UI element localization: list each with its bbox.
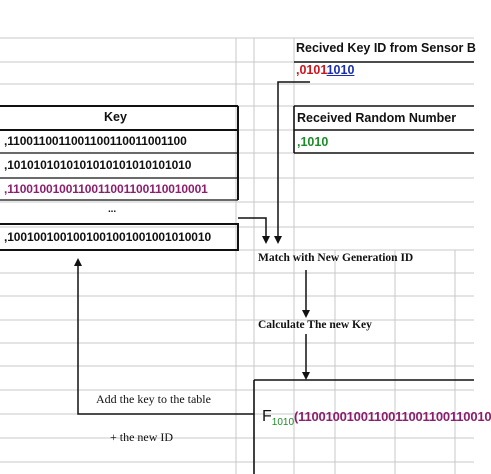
random-number-title: Received Random Number bbox=[297, 111, 457, 125]
step-calculate: Calculate The new Key bbox=[258, 319, 372, 331]
sensor-id-value: ,01011010 bbox=[296, 63, 354, 77]
sensor-id-prefix: ,0101 bbox=[296, 63, 327, 77]
arrow-formula-to-table bbox=[74, 258, 254, 415]
arrow-key-to-match bbox=[238, 217, 270, 244]
key-row-ellipsis: ... bbox=[108, 204, 117, 215]
formula-subscript: 1010 bbox=[271, 417, 295, 429]
formula-f: F bbox=[262, 408, 272, 425]
key-row-highlighted: ,1100100100110011001100110010001 bbox=[4, 182, 208, 196]
step-add: Add the key to the table bbox=[96, 392, 211, 406]
new-key-formula: F1010(1100100100110011001100110010 bbox=[262, 408, 491, 428]
formula-value: (1100100100110011001100110010 bbox=[294, 409, 491, 424]
sensor-id-title: Recived Key ID from Sensor B bbox=[296, 41, 476, 55]
key-row: ,1100110011001100110011001100 bbox=[4, 134, 187, 148]
key-table-header: Key bbox=[104, 110, 127, 124]
key-row-new: ,1001001001001001001001001010010 bbox=[4, 230, 212, 244]
random-number-value: ,1010 bbox=[297, 135, 329, 149]
key-row: ,1010101010101010101010101010 bbox=[4, 158, 192, 172]
spreadsheet-grid bbox=[0, 37, 474, 474]
step-plus-id: + the new ID bbox=[110, 430, 174, 444]
sensor-id-suffix: 1010 bbox=[326, 63, 355, 77]
step-match: Match with New Generation ID bbox=[258, 252, 414, 264]
arrow-sensor-to-match bbox=[274, 81, 310, 244]
